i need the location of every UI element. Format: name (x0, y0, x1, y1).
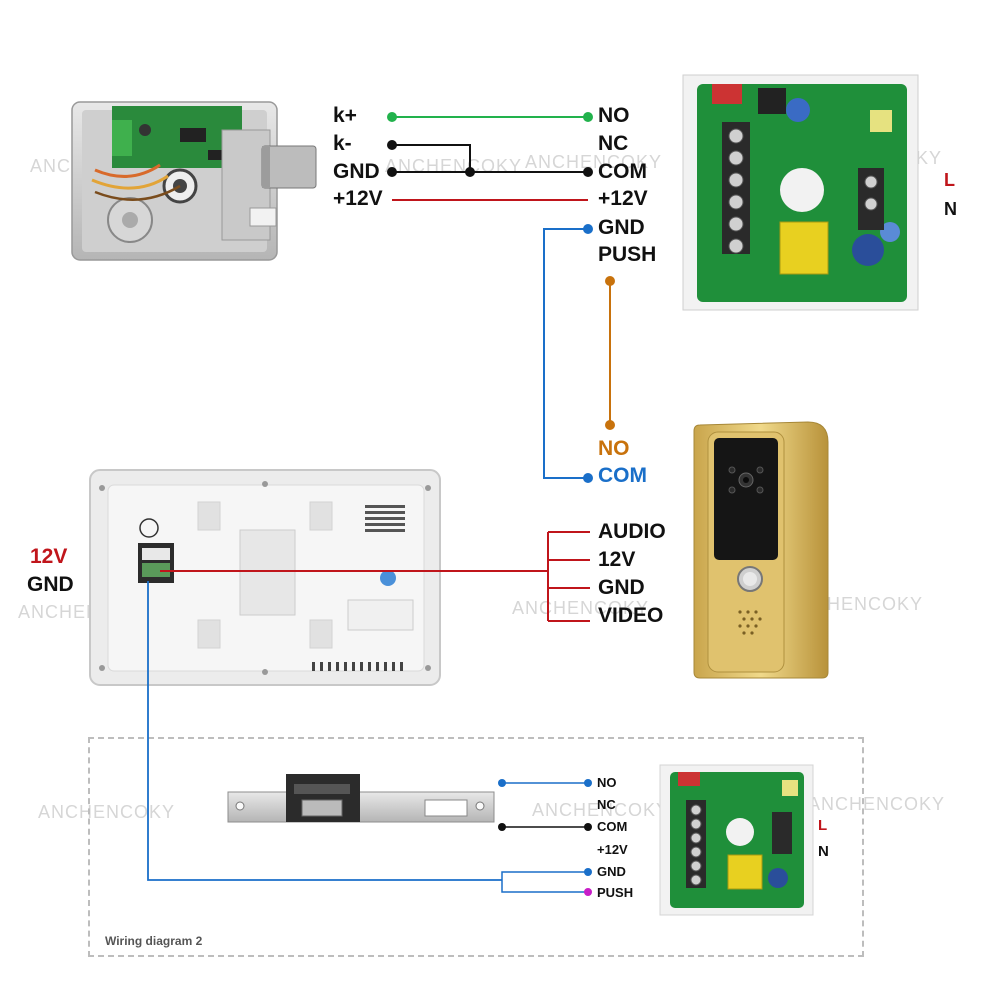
d2-terminal-label: GND (597, 864, 626, 879)
outdoor-terminal-label: GND (598, 576, 645, 599)
psu-terminal-label: NC (598, 132, 629, 155)
d2-mains-neutral-label: N (818, 843, 829, 860)
power-supply-top (682, 74, 919, 311)
exit-button-no-label: NO (598, 437, 630, 460)
motor-lock-label: k- (333, 132, 352, 155)
d2-terminal-label: NC (597, 797, 616, 812)
watermark: ANCHENCOKY (38, 802, 176, 822)
d2-mains-live-label: L (818, 817, 828, 834)
psu-terminal-label: NO (598, 104, 630, 127)
motor-lock-label: +12V (333, 187, 383, 210)
psu-terminal-label: +12V (598, 187, 648, 210)
mains-live-label: L (944, 170, 955, 190)
outdoor-terminal-label: VIDEO (598, 604, 664, 627)
monitor-gnd-label: GND (27, 573, 74, 596)
outdoor-terminal-label: 12V (598, 548, 636, 571)
monitor-12v-label: 12V (30, 545, 68, 568)
psu-terminal-label: COM (598, 160, 647, 183)
psu-terminal-label: GND (598, 216, 645, 239)
watermark: ANCHENCOKY (808, 794, 946, 814)
motor-lock (71, 101, 317, 261)
motor-lock-label: k+ (333, 104, 357, 127)
diagram2-caption: Wiring diagram 2 (105, 934, 203, 948)
power-supply-small (659, 764, 814, 916)
d2-terminal-label: NO (597, 775, 617, 790)
diagram2-frame (88, 737, 864, 957)
strike-lock (227, 774, 495, 823)
d2-terminal-label: COM (597, 819, 628, 834)
d2-terminal-label: PUSH (597, 885, 634, 900)
exit-button-com-label: COM (598, 464, 647, 487)
wires-top (387, 112, 615, 483)
d2-terminal-label: +12V (597, 842, 628, 857)
outdoor-terminal-label: AUDIO (598, 520, 666, 543)
mains-neutral-label: N (944, 199, 957, 219)
outdoor-station (693, 421, 829, 679)
motor-lock-label: GND (333, 160, 380, 183)
wires-diagram2 (498, 779, 592, 896)
watermark: ANCHENCOKY (532, 800, 670, 820)
watermark: ANCHENCOKY (512, 598, 650, 618)
watermark: ANCHENCOKY (525, 152, 663, 172)
psu-terminal-label: PUSH (598, 243, 657, 266)
indoor-monitor (89, 469, 441, 686)
wires-monitor (147, 531, 590, 881)
